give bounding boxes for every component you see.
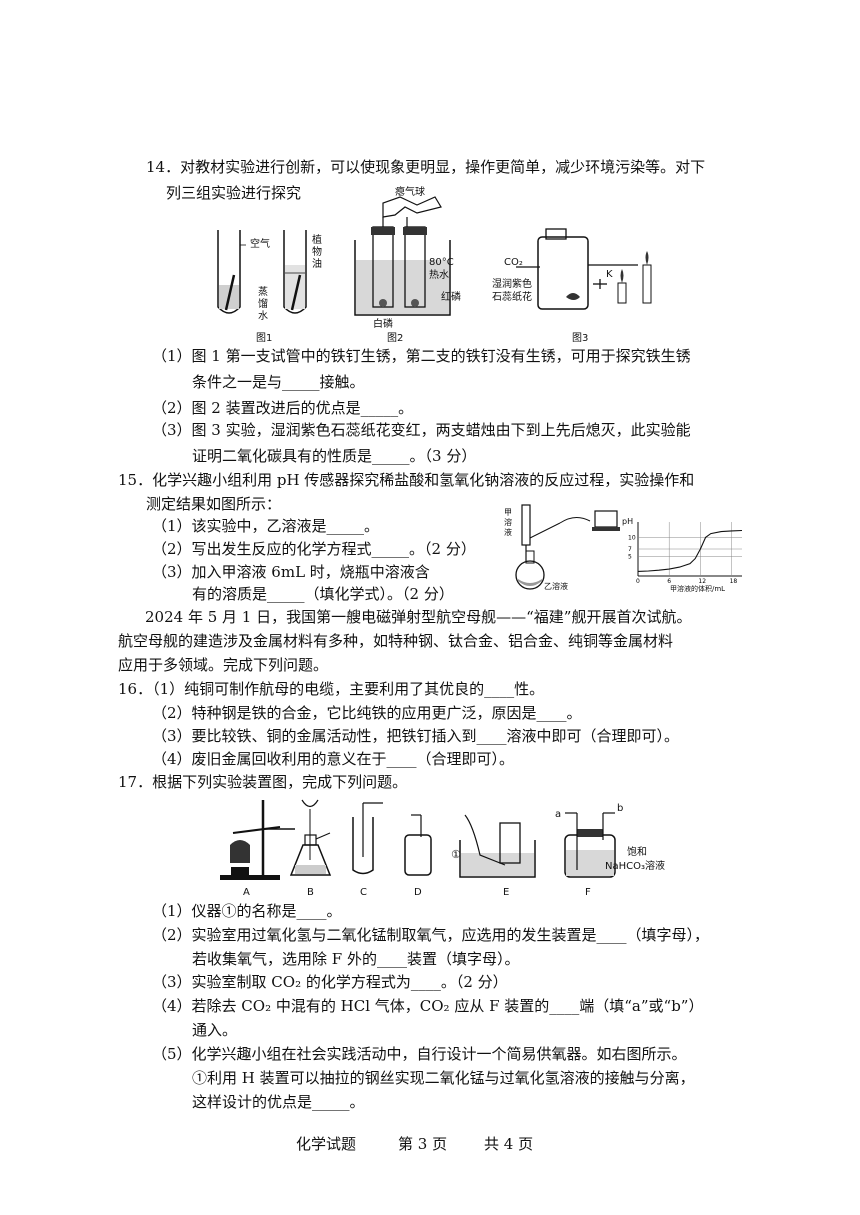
q17-part4-line2: 通入。 [192, 1021, 238, 1039]
fig2-hotwater-label: 热水 [429, 268, 449, 281]
chart-x-tick-label: 18 [730, 578, 738, 585]
q14-intro-line1: 14．对教材实验进行创新，可以使现象更明显，操作更简单，减少环境污染等。对下 [146, 158, 706, 176]
q15-jia-label-3: 液 [504, 527, 512, 537]
fig3-k-label: K [606, 269, 613, 280]
q16-part2: （2）特种钢是铁的合金，它比纯铁的应用更广泛，原因是____。 [152, 704, 582, 722]
q15-jia-label-2: 溶 [504, 517, 512, 527]
chart-xlabel: 甲溶液的体积/mL [670, 584, 725, 592]
chart-series-line [637, 529, 743, 572]
q16-part4: （4）废旧金属回收利用的意义在于____（合理即可）。 [152, 750, 515, 768]
q17-part4-line1: （4）若除去 CO₂ 中混有的 HCl 气体，CO₂ 应从 F 装置的____端… [152, 997, 704, 1015]
q14-part2: （2）图 2 装置改进后的优点是_____。 [152, 399, 414, 417]
q17-label-D: D [414, 887, 422, 898]
fig1-air-label: 空气 [250, 237, 270, 250]
q15-intro-line2: 测定结果如图所示： [146, 495, 282, 513]
q17-F-b-label: b [617, 803, 623, 814]
passage-line2: 航空母舰的建造涉及金属材料有多种，如特种钢、钛合金、铝合金、纯铜等金属材料 [118, 632, 674, 650]
q17-part5-line1: （5）化学兴趣小组在社会实践活动中，自行设计一个简易供氧器。如右图所示。 [152, 1045, 687, 1063]
q17-intro: 17．根据下列实验装置图，完成下列问题。 [118, 773, 408, 791]
chart-y-tick-label: 5 [628, 554, 632, 561]
chart-y-tick-label: 7 [628, 546, 632, 553]
q17-part3: （3）实验室制取 CO₂ 的化学方程式为____。（2 分） [152, 973, 508, 991]
q14-part1-line2: 条件之一是与_____接触。 [192, 373, 365, 391]
chart-x-tick-label: 6 [667, 578, 671, 585]
q15-jia-label-1: 甲 [504, 508, 512, 517]
q17-part5-line3: 这样设计的优点是_____。 [192, 1093, 365, 1111]
fig1-oil-label-2: 物 [312, 245, 322, 258]
q14-part3-line1: （3）图 3 实验，湿润紫色石蕊纸花变红，两支蜡烛由下到上先后熄灭，此实验能 [152, 421, 691, 439]
fig3-litmus-label-2: 石蕊纸花 [492, 290, 532, 303]
fig1-water-label-3: 水 [258, 310, 268, 322]
q17-label-A: A [243, 887, 250, 898]
q17-part1: （1）仪器①的名称是____。 [152, 902, 342, 920]
q15-part3-line1: （3）加入甲溶液 6mL 时，烧瓶中溶液含 [152, 563, 430, 581]
chart-ylabel: pH [622, 517, 633, 526]
fig2-caption: 图2 [387, 332, 403, 344]
chart-x-tick-label: 12 [698, 578, 706, 585]
fig3-caption: 图3 [572, 332, 588, 344]
fig2-redp-label: 红磷 [441, 290, 461, 303]
footer-total: 共 4 页 [484, 1135, 534, 1153]
q17-part2-line2: 若收集氧气，选用除 F 外的____装置（填字母）。 [192, 950, 520, 968]
q15-part3-line2: 有的溶质是_____（填化学式）。（2 分） [192, 585, 454, 603]
q17-part2-line1: （2）实验室用过氧化氢与二氧化锰制取氧气，应选用的发生装置是____（填字母）， [152, 926, 710, 944]
q17-label-C: C [360, 887, 367, 898]
fig1-water-label-1: 蒸 [258, 286, 268, 298]
q17-saturated-label: 饱和 [627, 846, 647, 858]
chart-x-tick-label: 0 [636, 578, 640, 585]
fig1-oil-label-1: 植 [312, 233, 322, 246]
q17-label-E: E [503, 887, 509, 898]
fig1-oil-label-3: 油 [312, 257, 322, 270]
q14-part1-line1: （1）图 1 第一支试管中的铁钉生锈，第二支的铁钉没有生锈，可用于探究铁生锈 [152, 347, 691, 365]
q14-figure-1: 空气 蒸 馏 水 植 物 油 图1 [200, 215, 350, 345]
q15-intro-line1: 15．化学兴趣小组利用 pH 传感器探究稀盐酸和氢氧化钠溶液的反应过程，实验操作… [118, 471, 695, 489]
q17-label-B: B [307, 887, 314, 898]
q15-part2: （2）写出发生反应的化学方程式_____。（2 分） [152, 540, 476, 558]
fig2-balloon-label: 瘪气球 [395, 185, 425, 198]
q15-yi-label: 乙溶液 [544, 581, 568, 591]
q17-part5-line2: ①利用 H 装置可以抽拉的钢丝实现二氧化锰与过氧化氢溶液的接触与分离， [192, 1069, 695, 1087]
fig1-caption: 图1 [256, 332, 272, 344]
fig1-water-label-2: 馏 [258, 297, 268, 310]
q15-apparatus: 甲 溶 液 乙溶液 [500, 503, 628, 598]
fig3-litmus-label-1: 湿润紫色 [492, 277, 532, 290]
q17-label-F: F [585, 887, 591, 898]
fig2-whitep-label: 白磷 [373, 317, 393, 330]
q14-intro-line2: 列三组实验进行探究 [166, 184, 302, 202]
q17-nahco3-label: NaHCO₃溶液 [605, 859, 665, 872]
q17-apparatus-figure: a b 饱和 NaHCO₃溶液 ① A B C D E F [215, 795, 695, 900]
q16-part1: 16．（1）纯铜可制作航母的电缆，主要利用了其优良的____性。 [118, 680, 545, 698]
q14-figure-3: CO₂ K 湿润紫色 石蕊纸花 图3 [488, 225, 668, 345]
footer-page: 第 3 页 [398, 1135, 448, 1153]
q17-F-a-label: a [555, 809, 561, 820]
q17-circle1-label: ① [451, 848, 461, 861]
passage-line3: 应用于多领域。完成下列问题。 [118, 656, 329, 674]
q14-figure-2: 瘪气球 80°C 热水 红磷 白磷 图2 [345, 185, 485, 345]
fig3-co2-label: CO₂ [504, 257, 523, 268]
q16-part3: （3）要比较铁、铜的金属活动性，把铁钉插入到____溶液中即可（合理即可）。 [152, 727, 680, 745]
passage-line1: 2024 年 5 月 1 日，我国第一艘电磁弹射型航空母舰——“福建”舰开展首次… [145, 608, 692, 626]
chart-y-tick-label: 10 [628, 534, 636, 541]
q14-part3-line2: 证明二氧化碳具有的性质是_____。（3 分） [192, 447, 477, 465]
fig2-temp-label: 80°C [429, 257, 454, 268]
q15-part1: （1）该实验中，乙溶液是_____。 [152, 517, 380, 535]
footer-subject: 化学试题 [296, 1135, 357, 1153]
